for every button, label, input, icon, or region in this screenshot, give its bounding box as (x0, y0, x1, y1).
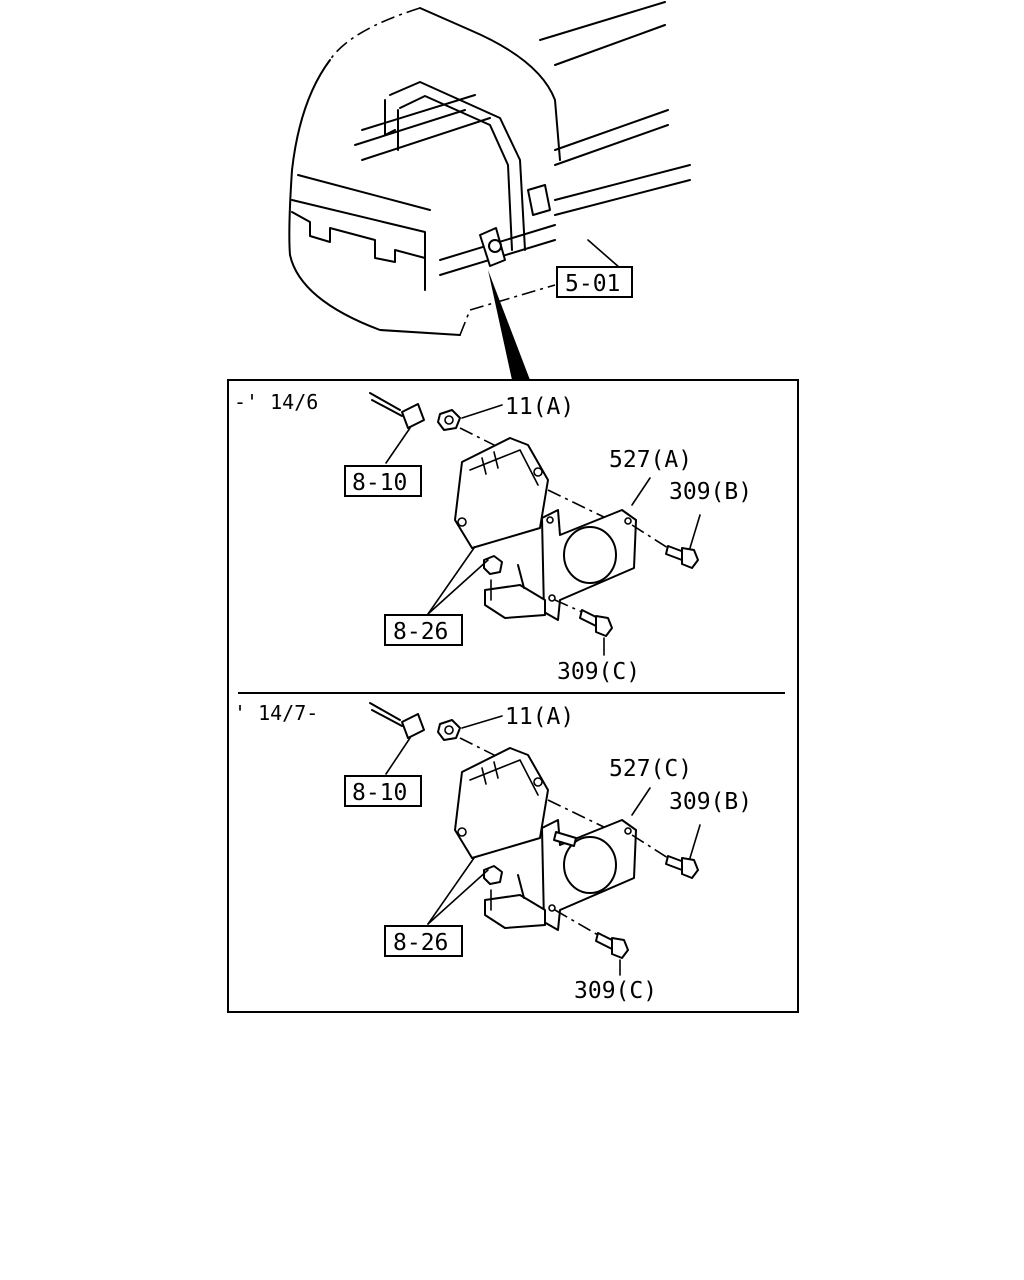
panel-1-label-bracket: 527(A) (609, 447, 692, 473)
stud-icon (553, 831, 577, 847)
cab-front-outline (288, 59, 461, 336)
panel-2-date-range: ' 14/7- (234, 701, 318, 725)
ref-label-5-01: 5-01 (565, 271, 620, 297)
connector-icon (401, 713, 425, 739)
panel-2-label-bolt-c: 309(C) (574, 978, 657, 1004)
control-module-icon (454, 437, 549, 549)
cab-roof-outline (419, 7, 561, 161)
panel-1-ref-box-826 (384, 614, 463, 646)
control-module-icon (454, 747, 549, 859)
frame-arch (389, 81, 526, 251)
mount-bracket (479, 227, 506, 267)
nut-icon (437, 409, 461, 431)
panel-1-ref-box-connector (344, 465, 422, 497)
connector-wire (369, 702, 401, 721)
panel-1-label-826: 8-26 (393, 619, 448, 645)
panel-1-label-bolt-b: 309(B) (669, 479, 752, 505)
panel-2-ref-box-connector (344, 775, 422, 807)
connector-icon (401, 403, 425, 429)
ref-box-5-01 (556, 266, 633, 298)
panel-2: ' 14/7- (234, 701, 701, 976)
panel-1-date-range: -' 14/6 (234, 390, 318, 414)
detail-frame (227, 379, 799, 1013)
bracket-icon (541, 509, 637, 621)
panel-2-label-bracket: 527(C) (609, 756, 692, 782)
flange-nut-icon (483, 865, 503, 885)
lower-plate-icon (484, 584, 546, 619)
panel-2-ref-box-826 (384, 925, 463, 957)
flange-nut-icon (483, 555, 503, 575)
panel-2-label-nut: 11(A) (505, 704, 574, 730)
panel-1: -' 14/6 (234, 390, 701, 656)
panel-2-label-826: 8-26 (393, 930, 448, 956)
nut-icon (437, 719, 461, 741)
callout-wedge (488, 270, 530, 380)
panel-1-label-nut: 11(A) (505, 394, 574, 420)
cab-overview (288, 1, 691, 380)
panel-2-label-connector: 8-10 (352, 780, 407, 806)
lower-plate-icon (484, 894, 546, 929)
panel-1-label-connector: 8-10 (352, 470, 407, 496)
panel-1-label-bolt-c: 309(C) (557, 659, 640, 685)
connector-wire (369, 392, 401, 411)
panel-2-label-bolt-b: 309(B) (669, 789, 752, 815)
